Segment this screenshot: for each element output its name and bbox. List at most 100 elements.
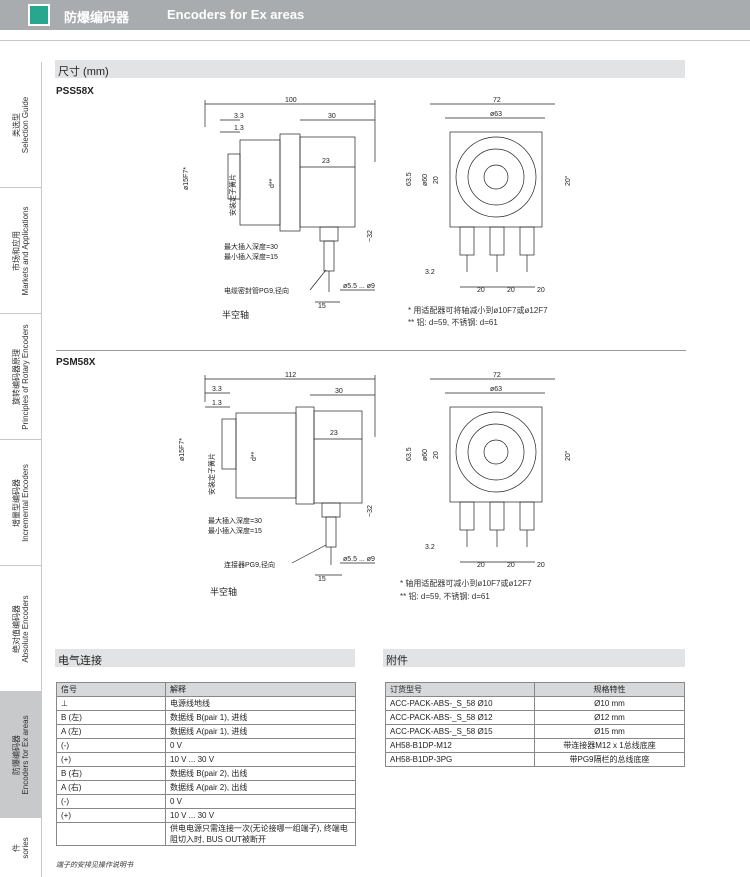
psm-dim-55: ø5.5 ... ø9 xyxy=(343,556,375,563)
table-cell: 0 V xyxy=(165,794,356,809)
electrical-section-bar: 电气连接 xyxy=(55,649,355,667)
psm-shaft-label: 半空轴 xyxy=(210,586,237,597)
psm-model-title: PSM58X xyxy=(56,357,96,368)
sidebar-tab-label-zh: 防爆编码器 xyxy=(12,734,21,775)
table-header-row: 订货型号 规格特性 xyxy=(385,682,685,697)
psm-max-depth: 最大插入深度=30 xyxy=(208,516,262,525)
psm-dim-d: d** xyxy=(251,451,258,461)
psm-front-angle: 20° xyxy=(564,450,572,461)
pss-shaft-label: 半空轴 xyxy=(222,309,249,320)
sidebar-tab-label-en: Markets and Applications xyxy=(20,206,30,295)
table-cell: A (右) xyxy=(56,780,166,795)
sidebar-tab-label-zh: 绝对值编码器 xyxy=(11,604,21,653)
header-title-zh: 防爆编码器 xyxy=(64,10,130,25)
table-cell: AH58-B1DP-3PG xyxy=(385,752,535,767)
table-cell: (+) xyxy=(56,808,166,823)
sidebar-tab-label-zh: 旋转编码器原理 xyxy=(11,348,21,405)
table-cell: Ø15 mm xyxy=(534,724,685,739)
sidebar-tab-label-zh: 增量型编码器 xyxy=(11,478,21,527)
header-divider xyxy=(0,40,750,41)
sidebar-tab-label-en: Absolute Encoders xyxy=(20,594,30,663)
pss-front-60: ø60 xyxy=(422,174,429,186)
pss-front-3-2: 3.2 xyxy=(425,269,435,276)
table-cell: (-) xyxy=(56,738,166,753)
pss-dim-3-3: 3.3 xyxy=(234,113,244,120)
pss-min-depth: 最小插入深度=15 xyxy=(224,252,278,261)
table-row: B (右)数据线 B(pair 2), 出线 xyxy=(56,766,356,781)
sidebar-tab-label-en: Encoders for Ex areas xyxy=(21,714,30,795)
table-header-description: 解释 xyxy=(165,682,356,697)
psm-install-label: 安装定子簧片 xyxy=(207,453,216,495)
pss-dim-d: d** xyxy=(269,178,276,188)
sidebar-tab-label-zh: 件 xyxy=(11,843,21,852)
pss-front-63-5: 63.5 xyxy=(406,172,413,186)
pss-front-20c: 20 xyxy=(507,287,515,294)
psm-dim-32: ~32 xyxy=(367,505,374,517)
pss-dim-shaft: ø15F7* xyxy=(183,167,190,190)
pss-front-20a: 20 xyxy=(433,176,440,184)
psm-front-60: ø60 xyxy=(422,449,429,461)
page-header: 防爆编码器 Encoders for Ex areas xyxy=(0,0,750,30)
table-cell: ACC-PACK-ABS-_S_58 Ø12 xyxy=(385,710,535,725)
pss-note-2: ** 铝: d=59, 不锈钢: d=61 xyxy=(408,318,498,327)
table-cell: 数据线 A(pair 1), 进线 xyxy=(165,724,356,739)
sidebar-tab-label-en: Incremental Encoders xyxy=(20,463,30,542)
pss-front-d63: ø63 xyxy=(490,111,502,118)
table-cell: A (左) xyxy=(56,724,166,739)
pss-front-20b: 20 xyxy=(477,287,485,294)
table-cell: B (右) xyxy=(56,766,166,781)
pss-max-depth: 最大插入深度=30 xyxy=(224,242,278,251)
pss-dim-1-3: 1.3 xyxy=(234,125,244,132)
psm-dim-23: 23 xyxy=(330,430,338,437)
table-header-row: 信号 解释 xyxy=(56,682,356,697)
table-row: (+)10 V ... 30 V xyxy=(56,752,356,767)
table-cell: AH58-B1DP-M12 xyxy=(385,738,535,753)
accessories-section-title: 附件 xyxy=(386,655,408,667)
pss-front-20d: 20 xyxy=(537,287,545,294)
pss-front-drawing: 72 ø63 63.5 ø60 20 20° 3.2 20 20 20 xyxy=(406,97,572,294)
table-cell: 数据线 B(pair 1), 进线 xyxy=(165,710,356,725)
table-row: A (右)数据线 A(pair 2), 出线 xyxy=(56,780,356,795)
sidebar-tab-label-zh: 市场和应用 xyxy=(11,230,21,271)
pss-dim-32: ~32 xyxy=(367,230,374,242)
psm-front-63-5: 63.5 xyxy=(406,447,413,461)
electrical-footnote: 端子的安排见操作说明书 xyxy=(56,862,133,869)
table-cell: (-) xyxy=(56,794,166,809)
psm-side-drawing: 112 3.3 1.3 30 23 ø15F7* d** ~32 安装定子簧片 … xyxy=(179,372,376,597)
pss-note-1: * 用适配器可将轴减小到ø10F7或ø12F7 xyxy=(408,306,548,315)
psm-dim-15: 15 xyxy=(318,576,326,583)
psm-front-20c: 20 xyxy=(507,562,515,569)
table-cell: 带PG9隔栏的总线底座 xyxy=(534,752,685,767)
table-row: (-)0 V xyxy=(56,738,356,753)
drawing-divider xyxy=(56,350,686,351)
psm-dim-3-3: 3.3 xyxy=(212,386,222,393)
table-row: A (左)数据线 A(pair 1), 进线 xyxy=(56,724,356,739)
accessories-section-bar: 附件 xyxy=(383,649,685,667)
pss-install-label: 安装定子簧片 xyxy=(228,174,237,216)
sidebar-tab-label-zh: 类选型 xyxy=(11,112,21,137)
psm-cable-label: 连接器PG9,径向 xyxy=(224,560,275,569)
psm-front-20b: 20 xyxy=(477,562,485,569)
table-cell: 带连接器M12 x 1总线底座 xyxy=(534,738,685,753)
psm-front-drawing: 72 ø63 63.5 ø60 20 20° 3.2 20 20 20 xyxy=(406,372,572,569)
psm-min-depth: 最小插入深度=15 xyxy=(208,526,262,535)
table-cell: 数据线 B(pair 2), 出线 xyxy=(165,766,356,781)
psm-front-20a: 20 xyxy=(433,451,440,459)
sidebar-tab-label-en: Selection Guide xyxy=(20,96,30,153)
table-row: (+)10 V ... 30 V xyxy=(56,808,356,823)
table-cell: (+) xyxy=(56,752,166,767)
psm-dim-30: 30 xyxy=(335,388,343,395)
pss-dim-total: 100 xyxy=(285,97,297,104)
table-cell: 数据线 A(pair 2), 出线 xyxy=(165,780,356,795)
psm-note-1: * 轴用适配器可减小到ø10F7或ø12F7 xyxy=(400,579,532,588)
